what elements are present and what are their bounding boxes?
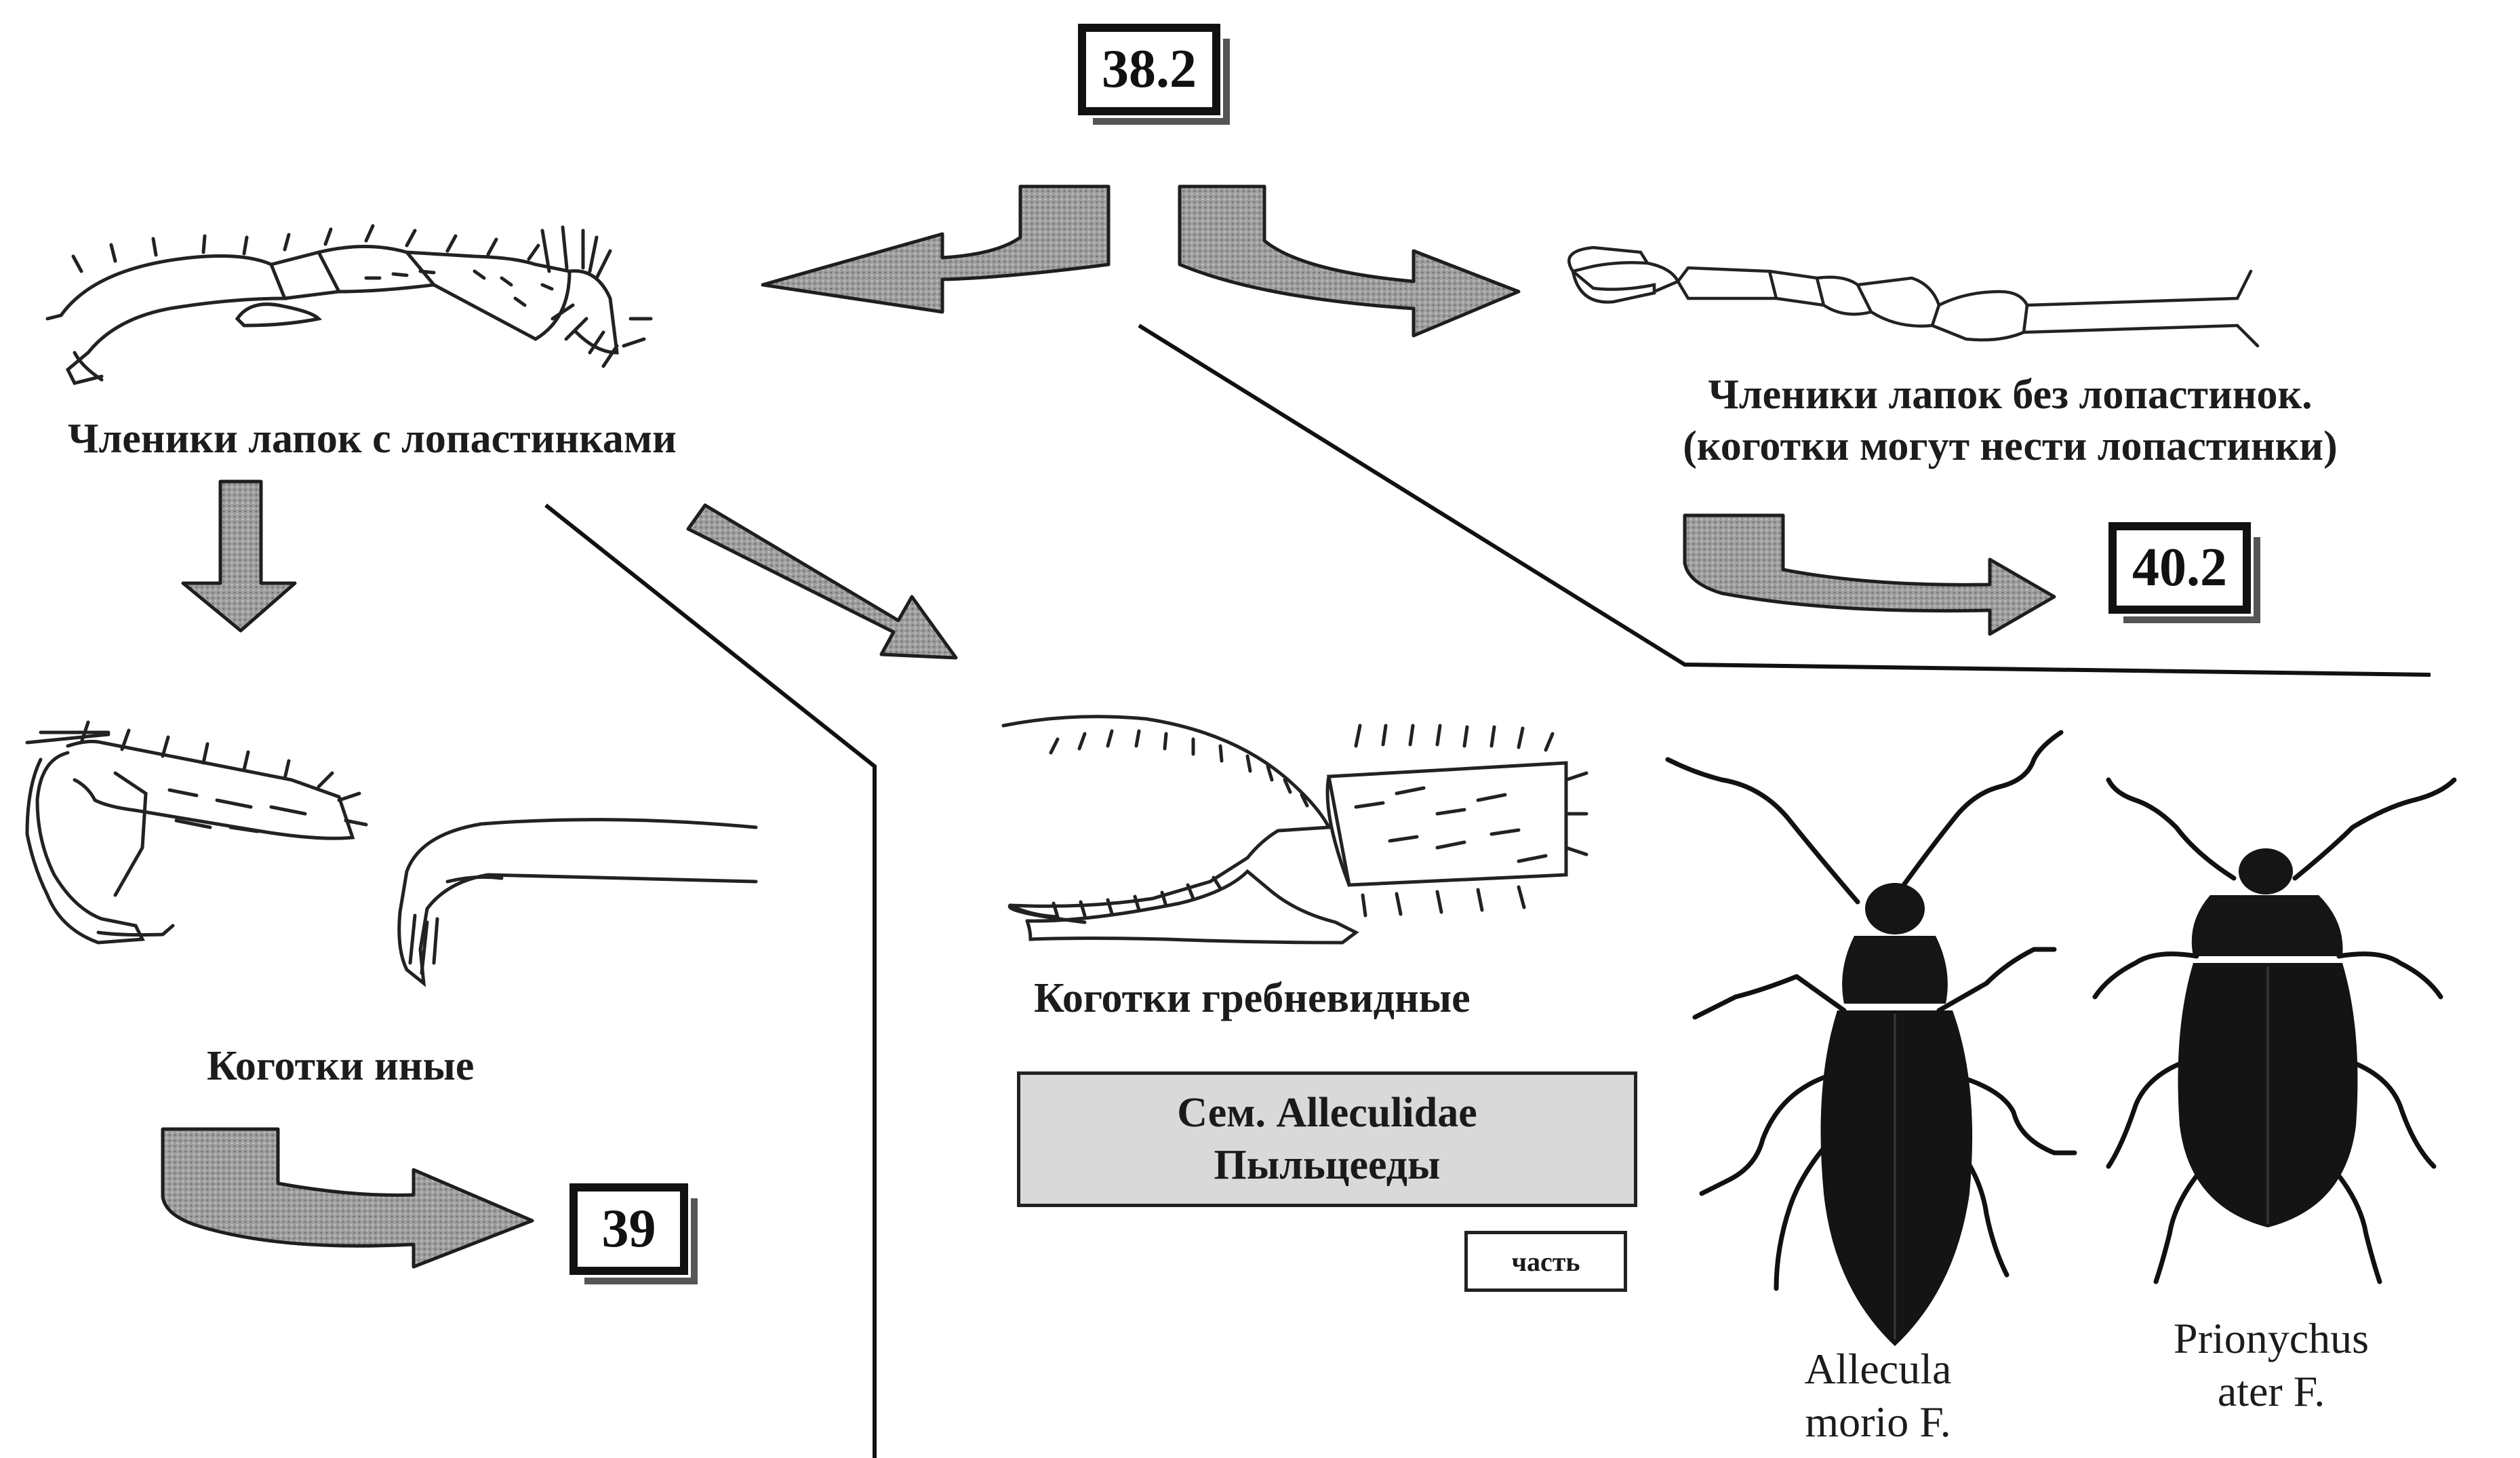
label-no-lobes: Членики лапок без лопастинок. (коготки м… xyxy=(1590,370,2431,472)
label-comb-claws: Коготки гребневидные xyxy=(1034,973,1471,1025)
arrow-diagonal-icon xyxy=(688,505,956,658)
separator-line-left xyxy=(546,505,875,1458)
node-40-2[interactable]: 40.2 xyxy=(2108,522,2251,614)
arrow-down-icon xyxy=(183,481,295,631)
arrow-to-39-icon xyxy=(163,1129,532,1267)
simple-claw-icon xyxy=(27,722,366,943)
species-caption-allecula: Allecula morio F. xyxy=(1763,1343,1993,1449)
label-other-claws: Коготки иные xyxy=(207,1041,474,1092)
part-badge: часть xyxy=(1464,1231,1627,1292)
family-box: Сем. Alleculidae Пыльцееды xyxy=(1017,1071,1637,1207)
species-genus: Allecula xyxy=(1763,1343,1993,1396)
lobed-tarsus-icon xyxy=(47,226,651,383)
node-38-2[interactable]: 38.2 xyxy=(1078,24,1220,115)
label-no-lobes-line1: Членики лапок без лопастинок. xyxy=(1590,370,2431,421)
node-39[interactable]: 39 xyxy=(569,1183,688,1275)
arrow-left-icon xyxy=(763,186,1108,312)
arrow-to-40-2-icon xyxy=(1685,515,2054,634)
label-lobed-segments: Членики лапок с лопастинками xyxy=(68,414,677,465)
species-epithet: morio F. xyxy=(1763,1396,1993,1449)
species-epithet: ater F. xyxy=(2149,1365,2393,1418)
beetle-icon xyxy=(2095,780,2454,1282)
family-name: Сем. Alleculidae xyxy=(1177,1087,1477,1140)
comb-claw-icon xyxy=(1003,717,1586,943)
slender-tarsus-icon xyxy=(1569,248,2258,346)
label-no-lobes-line2: (коготки могут нести лопастинки) xyxy=(1590,421,2431,473)
family-common-name: Пыльцееды xyxy=(1214,1139,1441,1192)
toothed-claw-icon xyxy=(399,820,756,983)
species-genus: Prionychus xyxy=(2149,1312,2393,1365)
arrow-right-icon xyxy=(1180,186,1519,336)
species-caption-prionychus: Prionychus ater F. xyxy=(2149,1312,2393,1418)
beetle-icon xyxy=(1668,732,2075,1346)
